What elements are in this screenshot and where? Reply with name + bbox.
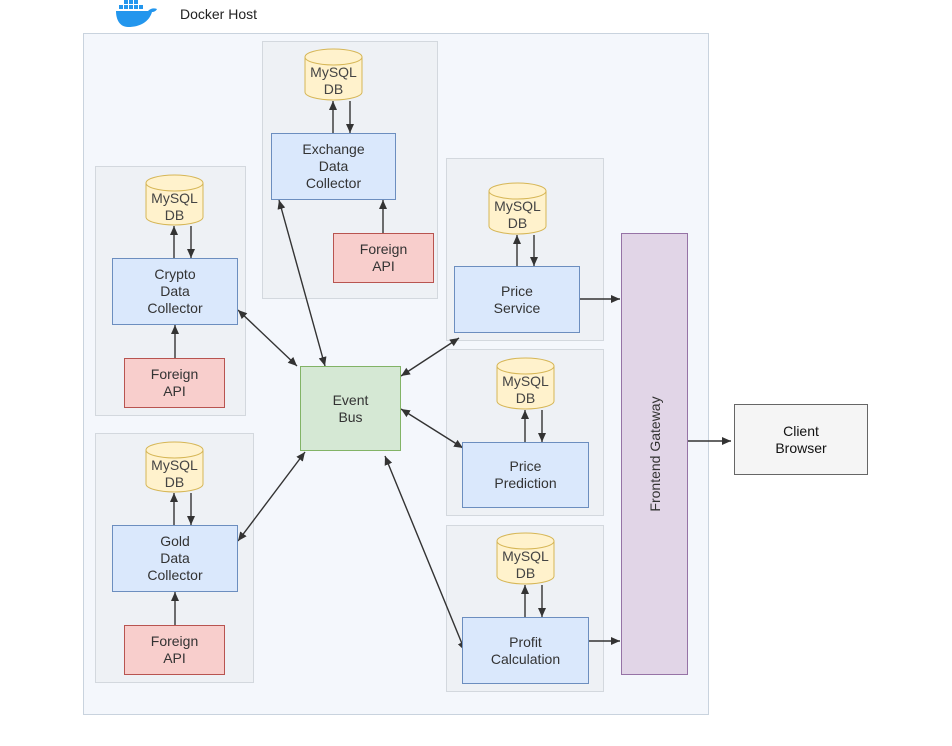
price-service-db: MySQL DB (488, 182, 547, 235)
crypto-db-label: MySQL DB (151, 190, 198, 223)
gold-foreign-api: Foreign API (124, 625, 225, 675)
crypto-foreign-api: Foreign API (124, 358, 225, 408)
link-exchange-bus (277, 199, 327, 367)
price-prediction-db: MySQL DB (496, 357, 555, 410)
price-prediction-db-label: MySQL DB (502, 373, 549, 406)
price-service-db-label: MySQL DB (494, 198, 541, 231)
exchange-data-collector: Exchange Data Collector (271, 133, 396, 200)
gold-db: MySQL DB (145, 441, 204, 493)
profit-db-label: MySQL DB (502, 548, 549, 581)
link-crypto-bus (237, 309, 298, 367)
docker-whale-icon (114, 0, 160, 28)
frontend-gateway-label: Frontend Gateway (646, 396, 663, 512)
exchange-db: MySQL DB (304, 48, 363, 101)
exchange-db-label: MySQL DB (310, 64, 357, 97)
exchange-foreign-api: Foreign API (333, 233, 434, 283)
gold-db-label: MySQL DB (151, 457, 198, 490)
profit-calculation: Profit Calculation (462, 617, 589, 684)
event-bus: Event Bus (300, 366, 401, 451)
host-title: Docker Host (180, 6, 258, 22)
link-profit-bus (384, 455, 466, 652)
client-browser: Client Browser (734, 404, 868, 475)
crypto-data-collector: Crypto Data Collector (112, 258, 238, 325)
price-service: Price Service (454, 266, 580, 333)
link-price-prediction-bus (400, 408, 464, 449)
crypto-db: MySQL DB (145, 174, 204, 226)
price-prediction: Price Prediction (462, 442, 589, 508)
profit-db: MySQL DB (496, 532, 555, 585)
gold-data-collector: Gold Data Collector (112, 525, 238, 592)
link-price-service-bus (400, 337, 460, 377)
frontend-gateway: Frontend Gateway (621, 233, 688, 675)
link-gold-bus (237, 451, 306, 542)
